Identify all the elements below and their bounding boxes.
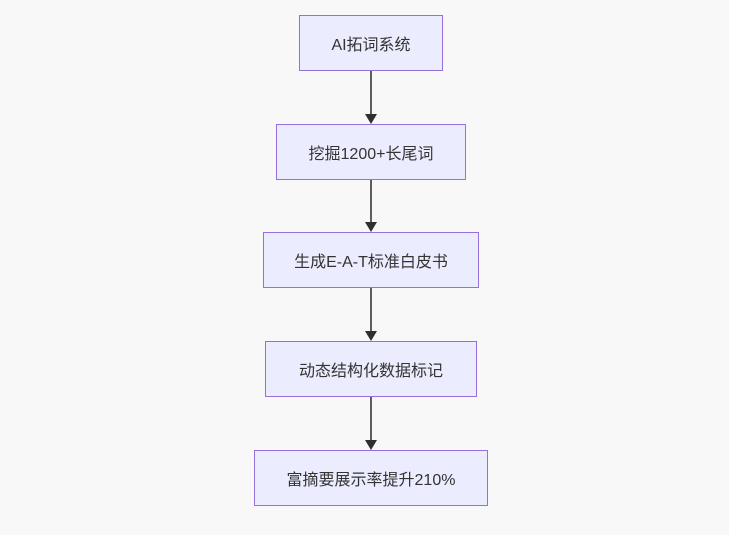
flow-arrow-2 xyxy=(365,180,377,232)
arrow-line xyxy=(370,288,372,333)
flow-arrow-1 xyxy=(365,71,377,124)
flow-node-longtail-mining: 挖掘1200+长尾词 xyxy=(276,124,466,180)
flow-node-label: 生成E-A-T标准白皮书 xyxy=(294,254,448,271)
arrow-down-icon xyxy=(365,331,377,341)
arrow-line xyxy=(370,71,372,116)
arrow-down-icon xyxy=(365,222,377,232)
flow-node-ai-word-expansion: AI拓词系统 xyxy=(299,15,443,71)
flow-node-label: AI拓词系统 xyxy=(331,37,411,54)
flow-node-structured-data-markup: 动态结构化数据标记 xyxy=(265,341,477,397)
arrow-line xyxy=(370,397,372,442)
flow-node-eat-whitepaper: 生成E-A-T标准白皮书 xyxy=(263,232,479,288)
flow-node-label: 动态结构化数据标记 xyxy=(298,363,443,380)
flow-arrow-4 xyxy=(365,397,377,450)
arrow-line xyxy=(370,180,372,224)
flow-node-label: 挖掘1200+长尾词 xyxy=(308,146,434,163)
flow-node-rich-snippet-result: 富摘要展示率提升210% xyxy=(254,450,488,506)
flow-node-label: 富摘要展示率提升210% xyxy=(286,472,456,489)
flow-arrow-3 xyxy=(365,288,377,341)
arrow-down-icon xyxy=(365,440,377,450)
arrow-down-icon xyxy=(365,114,377,124)
